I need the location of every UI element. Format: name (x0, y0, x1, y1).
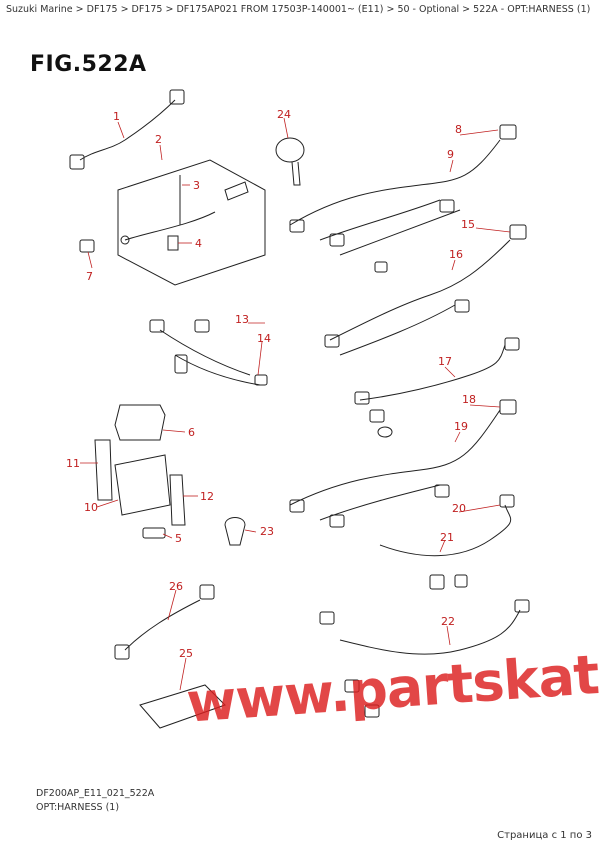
callout-18[interactable]: 18 (462, 393, 476, 406)
callout-4[interactable]: 4 (195, 237, 202, 250)
figure-name: OPT:HARNESS (1) (36, 802, 120, 813)
part-11-clamp (94, 439, 113, 501)
callout-26[interactable]: 26 (169, 580, 183, 593)
callout-16[interactable]: 16 (449, 248, 463, 261)
callout-12[interactable]: 12 (200, 490, 214, 503)
callout-5[interactable]: 5 (175, 532, 182, 545)
figure-code: DF200AP_E11_021_522A (36, 788, 155, 799)
callout-22[interactable]: 22 (441, 615, 455, 628)
callout-24[interactable]: 24 (277, 108, 291, 121)
callout-11[interactable]: 11 (66, 457, 80, 470)
callout-21[interactable]: 21 (440, 531, 454, 544)
callout-3[interactable]: 3 (193, 179, 200, 192)
callout-20[interactable]: 20 (452, 502, 466, 515)
part-15-harness (324, 224, 527, 356)
callout-19[interactable]: 19 (454, 420, 468, 433)
callout-17[interactable]: 17 (438, 355, 452, 368)
callout-15[interactable]: 15 (461, 218, 475, 231)
part-25-label-sheet (139, 684, 226, 729)
part-2-group (117, 159, 266, 286)
callout-8[interactable]: 8 (455, 123, 462, 136)
part-1-harness (69, 89, 185, 170)
part-23-cover (224, 517, 246, 546)
callout-9[interactable]: 9 (447, 148, 454, 161)
part-24-grommet (275, 137, 305, 186)
part-13-harness (149, 319, 268, 386)
part-10-ecu-box (114, 454, 171, 516)
callout-2[interactable]: 2 (155, 133, 162, 146)
part-7-cap (79, 239, 95, 253)
callout-23[interactable]: 23 (260, 525, 274, 538)
callout-14[interactable]: 14 (257, 332, 271, 345)
breadcrumb[interactable]: Suzuki Marine > DF175 > DF175 > DF175AP0… (6, 4, 591, 15)
part-12-clamp (169, 474, 186, 526)
part-18-harness (289, 399, 517, 528)
callout-13[interactable]: 13 (235, 313, 249, 326)
part-17-harness (354, 337, 520, 438)
part-8-harness (289, 124, 517, 273)
callout-1[interactable]: 1 (113, 110, 120, 123)
part-5-pad (142, 527, 166, 539)
part-6-bracket (114, 404, 166, 441)
callout-6[interactable]: 6 (188, 426, 195, 439)
figure-title: FIG.522A (30, 52, 147, 77)
part-20-harness (379, 494, 515, 590)
page-counter: Страница с 1 по 3 (497, 830, 592, 841)
part-26-harness (114, 584, 215, 660)
callout-10[interactable]: 10 (84, 501, 98, 514)
callout-25[interactable]: 25 (179, 647, 193, 660)
callout-7[interactable]: 7 (86, 270, 93, 283)
part-22-harness (319, 599, 530, 718)
